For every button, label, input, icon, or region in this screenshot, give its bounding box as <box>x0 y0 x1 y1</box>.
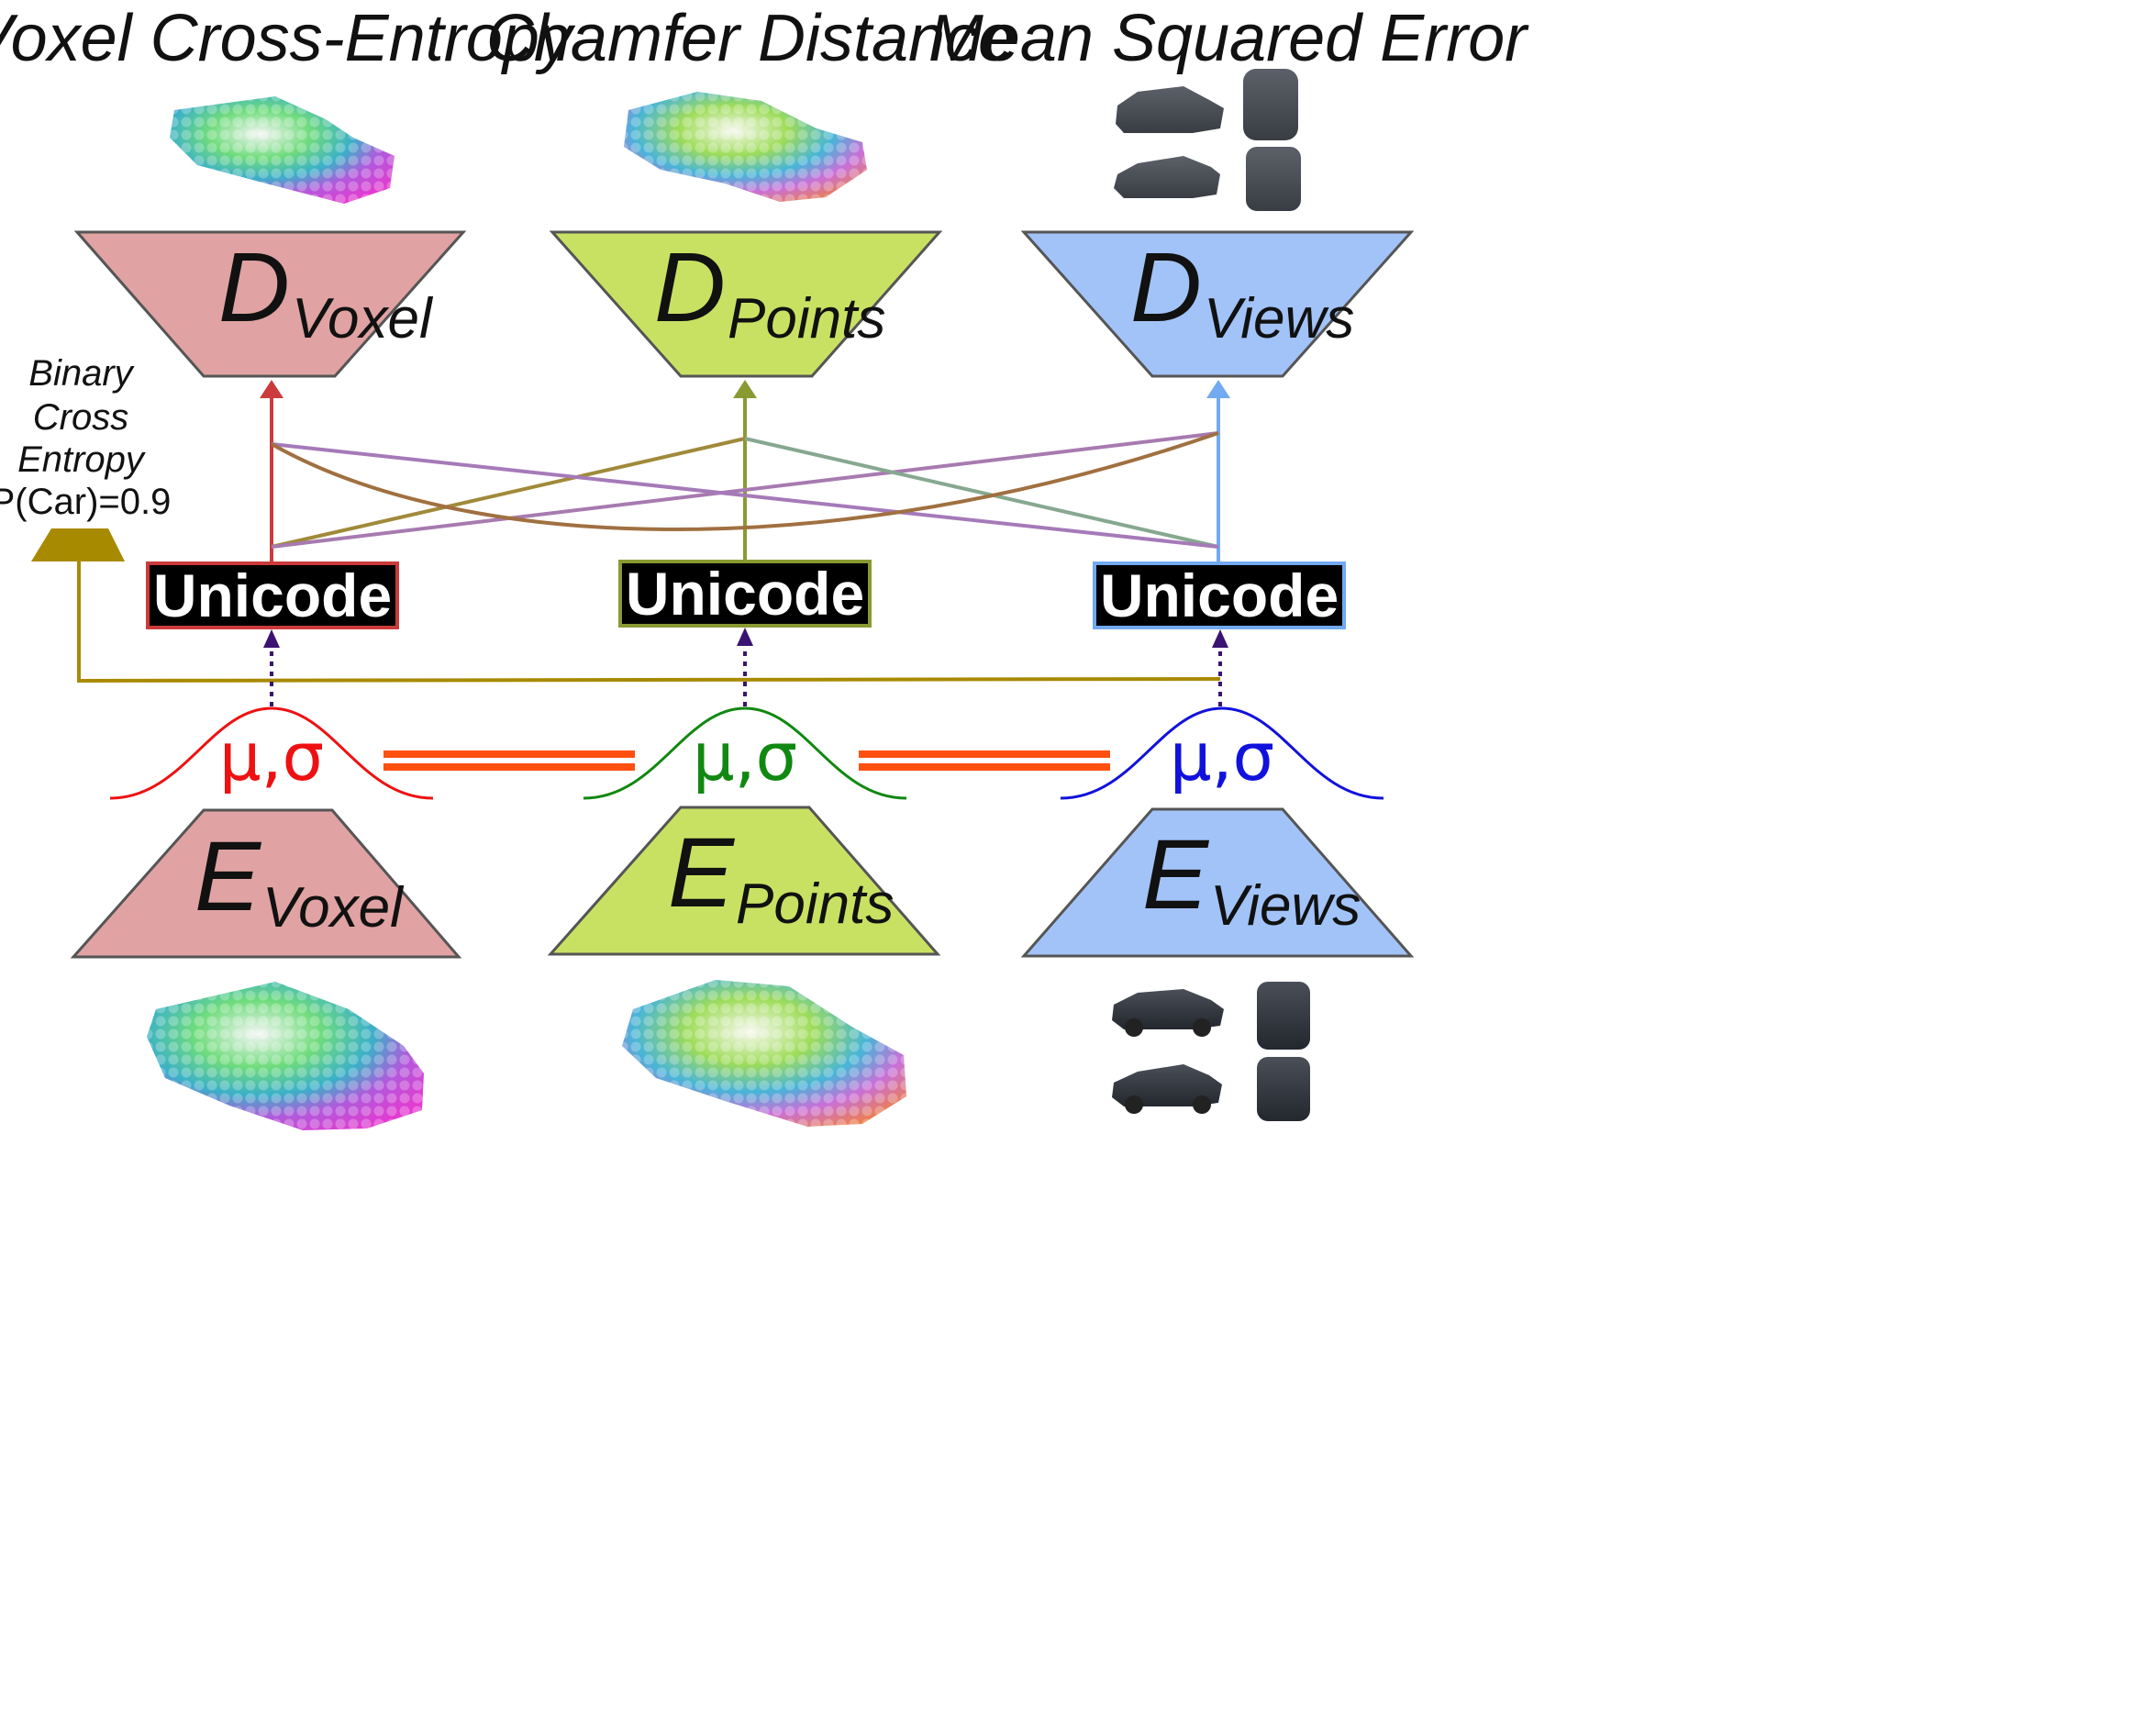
pointcloud-car-input <box>622 980 906 1127</box>
svg-text:EVoxel: EVoxel <box>194 820 405 939</box>
arrow-to-decoder-views <box>1206 380 1230 398</box>
bce-line-1: Binary <box>28 353 135 394</box>
equal-sign-2 <box>859 750 1110 771</box>
svg-text:DViews: DViews <box>1130 231 1354 350</box>
latent-views: μ,σ <box>1060 706 1384 800</box>
decoder-voxel-sub: Voxel <box>292 287 434 350</box>
unicode-label-views: Unicode <box>1100 561 1339 629</box>
classifier-prob: P(Car)=0.9 <box>0 482 171 522</box>
unicode-label-voxel: Unicode <box>153 561 392 629</box>
encoder-views-sub: Views <box>1210 874 1361 938</box>
encoder-voxel-letter: E <box>194 820 262 931</box>
latent-label-points: μ,σ <box>693 718 797 795</box>
svg-text:DPoints: DPoints <box>654 231 885 350</box>
svg-text:EPoints: EPoints <box>668 817 894 936</box>
encoder-voxel: EVoxel <box>70 808 462 959</box>
latent-voxel: μ,σ <box>109 706 434 800</box>
title-voxel: Voxel Cross-Entropy <box>0 2 576 75</box>
voxel-car-input <box>147 982 424 1130</box>
classifier-link <box>77 561 1221 684</box>
decoder-views-sub: Views <box>1204 287 1354 350</box>
link-voxel-to-points <box>271 437 746 549</box>
link-views-to-voxel <box>271 442 1219 549</box>
encoder-points: EPoints <box>547 806 941 956</box>
link-points-to-voxel <box>744 437 1219 549</box>
arrow-to-decoder-voxel <box>260 380 283 398</box>
encoder-points-sub: Points <box>736 873 894 936</box>
equal-sign-1 <box>383 750 635 771</box>
svg-text:DVoxel: DVoxel <box>218 231 434 350</box>
decoder-voxel: DVoxel <box>73 230 467 378</box>
latent-points: μ,σ <box>583 706 907 800</box>
multiview-car-output <box>1114 69 1301 211</box>
link-voxel-to-views <box>271 431 1219 549</box>
bce-line-3: Entropy <box>17 439 147 480</box>
dotted-arrows <box>263 628 1228 706</box>
svg-text:EViews: EViews <box>1142 818 1361 938</box>
unicode-box-views: Unicode <box>1093 561 1346 629</box>
encoder-views-letter: E <box>1142 818 1210 929</box>
decoder-views-letter: D <box>1130 231 1202 342</box>
classifier: Binary Cross Entropy P(Car)=0.9 <box>0 353 1221 684</box>
link-views-curve <box>271 431 1219 531</box>
decoder-points-sub: Points <box>728 287 885 350</box>
arrow-to-decoder-points <box>733 380 757 398</box>
encoder-views: EViews <box>1020 807 1415 958</box>
title-points: Chamfer Distance <box>486 2 1015 75</box>
unicode-box-points: Unicode <box>618 560 872 628</box>
voxel-car-output <box>170 96 395 204</box>
pointcloud-car-output <box>624 92 867 202</box>
encoder-points-letter: E <box>668 817 736 928</box>
unicode-label-points: Unicode <box>626 560 864 628</box>
title-views: Mean Squared Error <box>928 2 1529 75</box>
latent-label-views: μ,σ <box>1170 718 1274 795</box>
unicode-box-voxel: Unicode <box>146 561 399 629</box>
multiview-car-input <box>1112 982 1310 1121</box>
encoder-voxel-sub: Voxel <box>262 876 405 939</box>
decoder-points: DPoints <box>549 230 943 378</box>
classifier-head <box>31 528 125 561</box>
decoder-points-letter: D <box>654 231 726 342</box>
bce-line-2: Cross <box>33 397 128 438</box>
latent-label-voxel: μ,σ <box>219 718 324 795</box>
decoder-voxel-letter: D <box>218 231 290 342</box>
decoder-views: DViews <box>1020 230 1415 378</box>
